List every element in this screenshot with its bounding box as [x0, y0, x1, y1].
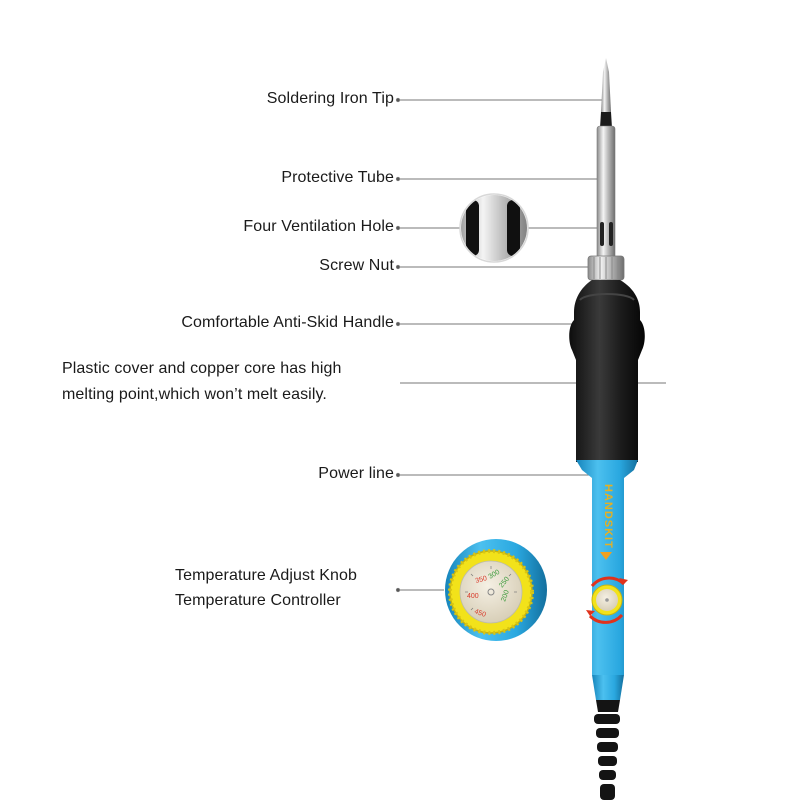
- label-protective-tube: Protective Tube: [281, 169, 394, 186]
- label-soldering-iron-tip: Soldering Iron Tip: [266, 90, 394, 107]
- leader-dot-knob: [395, 587, 401, 593]
- label-temperature-knob-line2: Temperature Controller: [175, 592, 341, 609]
- knob-scale-450: 450: [473, 608, 486, 619]
- handle-ridge: [579, 293, 635, 301]
- label-plastic-cover-line2: melting point,which won’t melt easily.: [62, 386, 327, 403]
- tube-vent-slot-1: [600, 222, 604, 246]
- blue-body: [576, 460, 638, 675]
- knob-scale-350: 350: [475, 575, 488, 585]
- leader-dot-tube: [395, 176, 401, 182]
- label-anti-skid-handle: Comfortable Anti-Skid Handle: [181, 314, 394, 331]
- blue-body-lower: [592, 675, 624, 700]
- leader-dot-vent: [395, 225, 401, 231]
- leader-dot-tip: [395, 97, 401, 103]
- label-temperature-knob-line1: Temperature Adjust Knob: [175, 567, 357, 584]
- temperature-knob-zoom: 200 250 300 350 400 450: [445, 539, 547, 641]
- brand-text: HANDSKIT: [602, 484, 614, 549]
- tip-dark-band: [600, 112, 612, 128]
- knob-on-iron[interactable]: [586, 576, 628, 624]
- screw-nut-ridges: [593, 257, 619, 279]
- leader-dot-nut: [395, 264, 401, 270]
- tube-vent-slot-2: [609, 222, 613, 246]
- knob-scale-400: 400: [467, 593, 479, 600]
- knob-scale-300: 300: [488, 569, 502, 581]
- label-plastic-cover-line1: Plastic cover and copper core has high: [62, 360, 342, 377]
- anti-skid-handle: [569, 280, 645, 462]
- leader-dot-handle: [395, 321, 401, 327]
- ventilation-zoom-inset: [459, 193, 529, 263]
- knob-indicator-triangle: [600, 552, 612, 560]
- cable-strain-relief: [594, 700, 620, 800]
- leader-dot-power: [395, 472, 401, 478]
- label-power-line: Power line: [318, 465, 394, 482]
- knob-scale-200: 200: [500, 589, 511, 602]
- label-four-ventilation-hole: Four Ventilation Hole: [243, 218, 394, 235]
- leader-lines: [395, 97, 666, 593]
- label-screw-nut: Screw Nut: [319, 257, 394, 274]
- soldering-tip: [601, 58, 611, 112]
